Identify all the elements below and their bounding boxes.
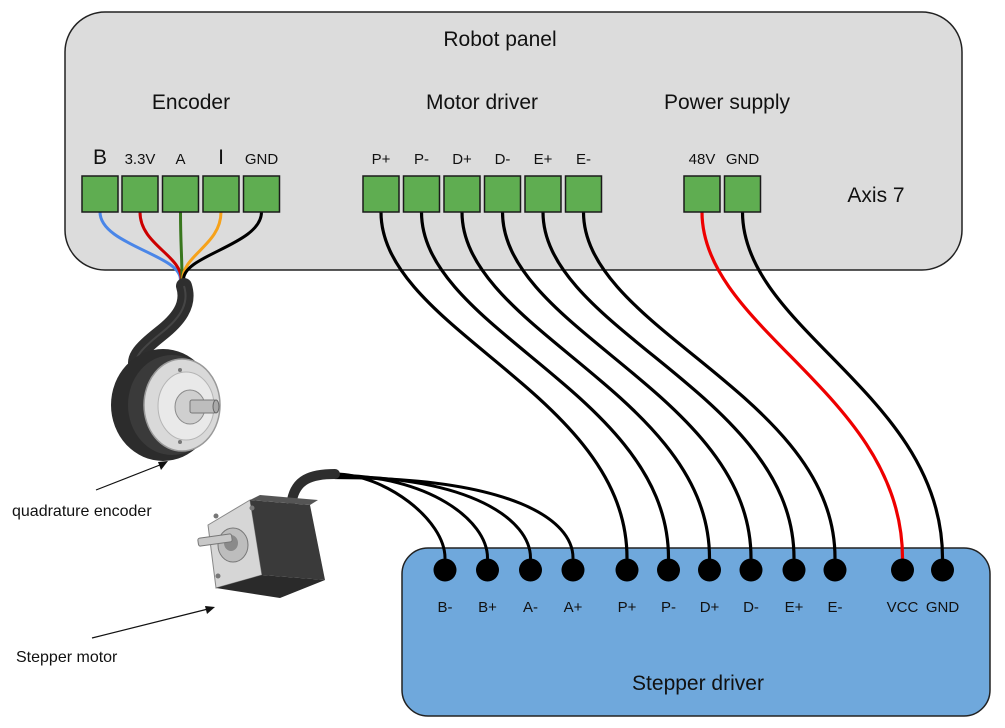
- driver-pin-label-dminus: D-: [743, 599, 759, 616]
- driver-pin-label-gnd: GND: [926, 599, 960, 616]
- encoder-pin-label-i: I: [218, 146, 224, 169]
- stepper-driver-title: Stepper driver: [632, 672, 764, 695]
- signal-wire-eminus: [581, 210, 837, 560]
- motor-driver-pin-label-dminus: D-: [495, 151, 511, 168]
- encoder-terminal-gnd: [242, 175, 281, 213]
- wires: [98, 210, 945, 560]
- motor-driver-terminal-pplus: [362, 175, 400, 213]
- stepper-motor-image: [197, 469, 340, 598]
- encoder-pointer-line: [95, 462, 166, 491]
- driver-terminal-vcc: [891, 558, 914, 582]
- driver-pin-label-dplus: D+: [700, 599, 720, 616]
- motor-driver-terminal-eplus: [524, 175, 562, 213]
- signal-wire-pplus: [379, 210, 629, 560]
- driver-terminal-aplus: [561, 558, 585, 582]
- motor-driver-pin-label-eminus: E-: [576, 151, 591, 168]
- motor-lead-aminus: [333, 474, 532, 560]
- driver-pin-label-bplus: B+: [478, 599, 497, 616]
- motor-pointer-arrowhead: [205, 606, 215, 614]
- encoder-terminal-a: [161, 175, 200, 213]
- power-supply-group-label: Power supply: [664, 91, 791, 114]
- quadrature-encoder-image: [111, 278, 221, 461]
- signal-wire-eplus: [541, 210, 796, 560]
- power-terminal-48v: [683, 175, 721, 213]
- driver-terminal-aminus: [519, 558, 542, 582]
- motor-lead-aplus: [333, 476, 575, 560]
- driver-pin-label-vcc: VCC: [887, 599, 919, 616]
- encoder-terminal-i: [202, 175, 240, 213]
- encoder-terminal-33v: [121, 175, 159, 213]
- encoder-wire-gnd: [182, 210, 263, 282]
- motor-driver-pin-label-eplus: E+: [534, 151, 553, 168]
- stepper-driver: [401, 547, 991, 717]
- driver-pin-label-eplus: E+: [785, 599, 804, 616]
- signal-wire-dminus: [500, 210, 753, 560]
- power-pin-label-gnd: GND: [726, 151, 760, 168]
- encoder-wire-i: [181, 210, 223, 282]
- driver-terminal-eplus: [782, 558, 806, 582]
- stepper-driver-terminals: B- B+ A- A+ P+ P- D+ D- E+ E- VCC GND: [433, 558, 960, 616]
- encoder-caption: quadrature encoder: [12, 503, 152, 520]
- encoder-group-label: Encoder: [152, 91, 230, 114]
- driver-terminal-gnd: [931, 558, 954, 582]
- driver-terminal-pminus: [657, 558, 680, 582]
- motor-driver-terminal-dminus: [483, 175, 522, 213]
- robot-panel-title: Robot panel: [443, 28, 556, 51]
- axis-label: Axis 7: [847, 184, 904, 207]
- signal-wire-pminus: [419, 210, 671, 560]
- driver-terminal-bminus: [433, 558, 457, 582]
- motor-driver-terminals: P+ P- D+ D- E+ E-: [362, 151, 603, 213]
- power-supply-terminals: 48V GND: [683, 151, 762, 213]
- power-wire-48v: [700, 210, 905, 560]
- driver-terminal-bplus: [476, 558, 499, 582]
- motor-driver-pin-label-pplus: P+: [372, 151, 391, 168]
- power-pin-label-48v: 48V: [689, 151, 716, 168]
- motor-driver-pin-label-pminus: P-: [414, 151, 429, 168]
- encoder-pin-label-gnd: GND: [245, 151, 279, 168]
- motor-driver-terminal-pminus: [402, 175, 441, 213]
- encoder-terminal-b: [81, 175, 119, 213]
- motor-lead-bminus: [333, 472, 447, 560]
- driver-terminal-dminus: [739, 558, 763, 582]
- encoder-pin-label-33v: 3.3V: [125, 151, 156, 168]
- driver-pin-label-pplus: P+: [618, 599, 637, 616]
- motor-caption: Stepper motor: [16, 649, 118, 666]
- encoder-wire-a: [179, 210, 184, 282]
- motor-driver-terminal-eminus: [564, 175, 603, 213]
- driver-terminal-dplus: [698, 558, 721, 582]
- signal-wire-dplus: [460, 210, 712, 560]
- driver-pin-label-aplus: A+: [564, 599, 583, 616]
- driver-pin-label-bminus: B-: [438, 599, 453, 616]
- power-terminal-gnd: [723, 175, 762, 213]
- encoder-wire-b: [98, 210, 182, 282]
- motor-pointer-line: [91, 607, 213, 639]
- encoder-pin-label-b: B: [93, 146, 107, 169]
- driver-terminal-pplus: [615, 558, 639, 582]
- driver-pin-label-eminus: E-: [828, 599, 843, 616]
- driver-terminal-eminus: [823, 558, 847, 582]
- encoder-terminals: B 3.3V A I GND: [81, 146, 281, 213]
- power-wire-gnd: [740, 210, 945, 560]
- encoder-pin-label-a: A: [175, 151, 185, 168]
- motor-driver-group-label: Motor driver: [426, 91, 538, 114]
- motor-driver-pin-label-dplus: D+: [452, 151, 472, 168]
- driver-pin-label-pminus: P-: [661, 599, 676, 616]
- motor-driver-terminal-dplus: [443, 175, 481, 213]
- driver-pin-label-aminus: A-: [523, 599, 538, 616]
- encoder-wire-33v: [138, 210, 183, 282]
- encoder-pointer-arrowhead: [158, 461, 168, 470]
